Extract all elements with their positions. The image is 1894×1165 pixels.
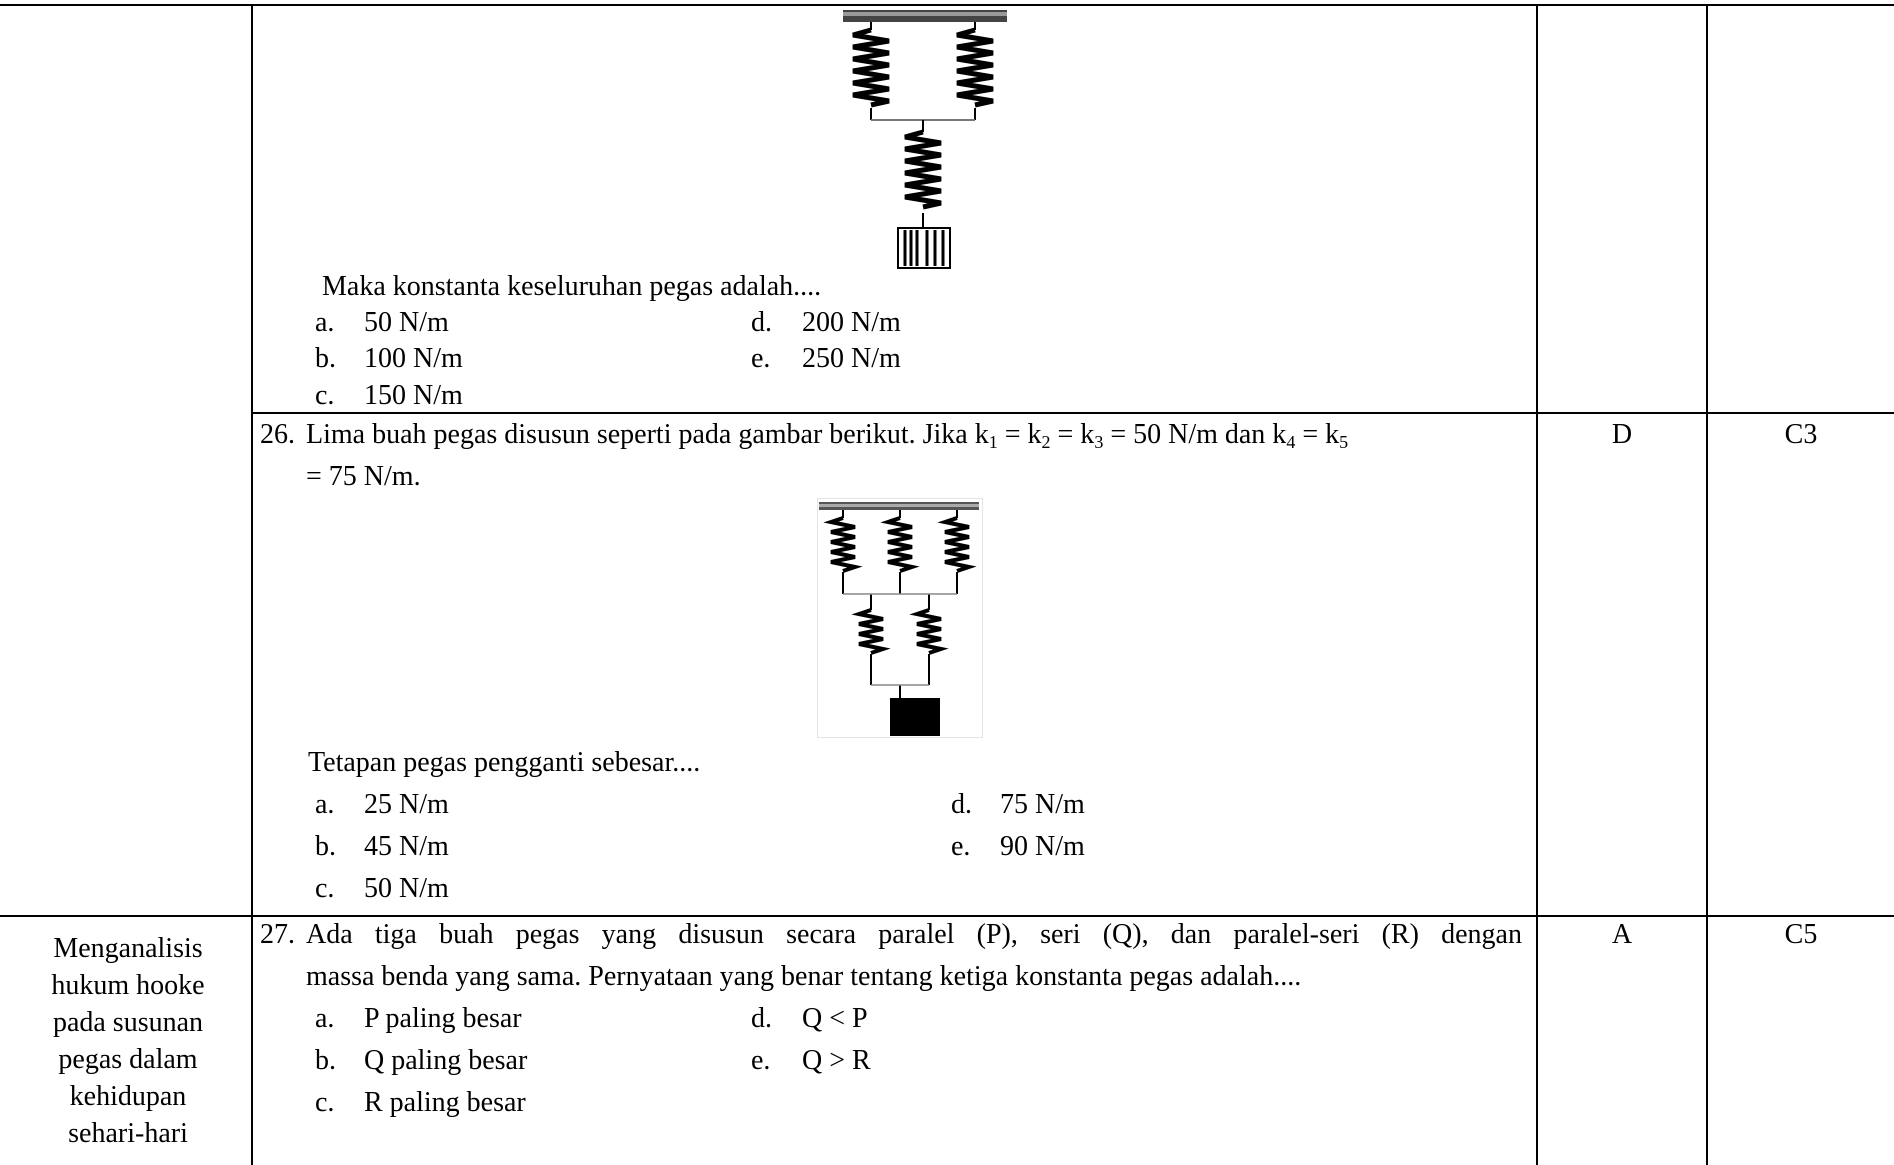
q26-stem-line2: = 75 N/m. [306, 461, 421, 492]
q27-answer-key: A [1611, 919, 1633, 950]
q26-option-b: b.45 N/m [315, 831, 449, 862]
q27-option-c: c.R paling besar [315, 1087, 526, 1118]
q27-option-a: a.P paling besar [315, 1003, 522, 1034]
q26-stem: Lima buah pegas disusun seperti pada gam… [306, 419, 1349, 452]
column-divider-3 [1706, 4, 1708, 1165]
q26-answer-key: D [1611, 419, 1633, 450]
spring-figure-q26 [817, 498, 983, 738]
q27-stem-line1: Ada tiga buah pegas yang disusun secara … [306, 919, 1522, 950]
q27-indicator: Menganalisis hukum hooke pada susunan pe… [51, 933, 205, 1149]
q25-option-a: a.50 N/m [315, 307, 449, 338]
row-divider-q27 [0, 915, 1894, 917]
q27-cognitive-level: C5 [1784, 919, 1818, 950]
row-divider-q26 [251, 412, 1894, 414]
table-border-top [0, 4, 1894, 6]
q27-option-b: b.Q paling besar [315, 1045, 528, 1076]
q26-option-e: e.90 N/m [951, 831, 1085, 862]
spring-figure-q25 [843, 10, 1007, 269]
q26-number: 26. [260, 419, 295, 450]
q25-option-d: d.200 N/m [751, 307, 901, 338]
q27-stem-line2: massa benda yang sama. Pernyataan yang b… [306, 961, 1302, 992]
q27-option-d: d.Q < P [751, 1003, 868, 1034]
q26-option-c: c.50 N/m [315, 873, 449, 904]
q25-option-c: c.150 N/m [315, 380, 463, 411]
q27-number: 27. [260, 919, 295, 950]
column-divider-1 [251, 4, 253, 1165]
q26-cognitive-level: C3 [1784, 419, 1818, 450]
q27-option-e: e.Q > R [751, 1045, 871, 1076]
column-divider-2 [1536, 4, 1538, 1165]
q25-option-b: b.100 N/m [315, 343, 463, 374]
q26-option-a: a.25 N/m [315, 789, 449, 820]
q26-option-d: d.75 N/m [951, 789, 1085, 820]
q26-prompt: Tetapan pegas pengganti sebesar.... [308, 747, 701, 778]
q25-option-e: e.250 N/m [751, 343, 901, 374]
q25-prompt: Maka konstanta keseluruhan pegas adalah.… [322, 271, 822, 302]
